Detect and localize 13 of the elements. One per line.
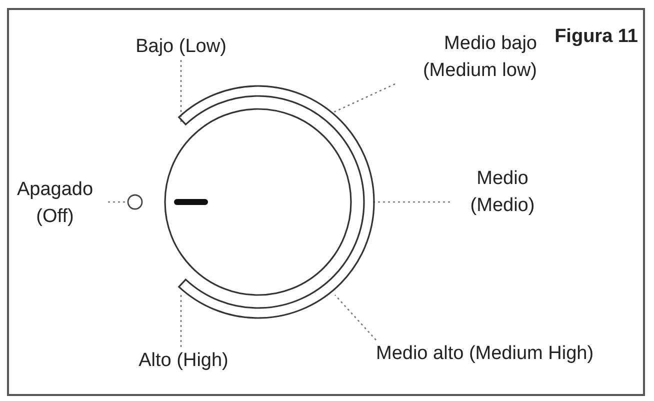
setting-label: Bajo (Low)	[121, 33, 241, 60]
setting-label: Medio bajo (Medium low)	[395, 30, 537, 84]
off-position-marker	[127, 194, 143, 210]
setting-label: Apagado (Off)	[2, 176, 108, 230]
setting-label: Medio (Medio)	[450, 165, 555, 219]
leader-line	[334, 83, 396, 113]
figure-title: Figura 11	[554, 26, 638, 48]
leader-line	[108, 201, 128, 203]
leader-line	[180, 60, 182, 124]
setting-label: Medio alto (Medium High)	[376, 340, 596, 367]
leader-line	[180, 292, 182, 347]
leader-line	[334, 294, 376, 340]
setting-label: Alto (High)	[121, 347, 246, 374]
